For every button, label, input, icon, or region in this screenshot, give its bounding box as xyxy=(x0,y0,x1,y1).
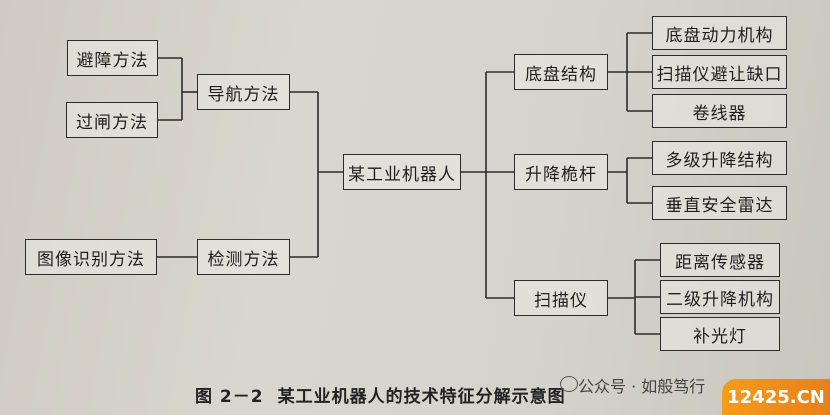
node-vertical-radar: 垂直安全雷达 xyxy=(652,186,787,220)
node-navigation-method: 导航方法 xyxy=(197,74,290,110)
node-gate-method: 过闸方法 xyxy=(66,102,158,138)
wechat-icon xyxy=(560,376,578,392)
node-image-recognition-method: 图像识别方法 xyxy=(25,239,157,275)
node-chassis-power: 底盘动力机构 xyxy=(652,16,787,50)
node-secondary-lift: 二级升降机构 xyxy=(660,280,780,314)
node-scanner: 扫描仪 xyxy=(514,280,608,316)
node-chassis-structure: 底盘结构 xyxy=(514,54,608,90)
node-detection-method: 检测方法 xyxy=(197,239,290,275)
node-obstacle-method: 避障方法 xyxy=(67,40,158,76)
node-distance-sensor: 距离传感器 xyxy=(660,243,780,277)
node-fill-light: 补光灯 xyxy=(660,317,780,351)
site-badge: 12425.CN xyxy=(722,379,830,415)
figure-number: 图 2－2 xyxy=(195,387,264,407)
figure-title: 某工业机器人的技术特征分解示意图 xyxy=(277,387,566,407)
node-cable-reel: 卷线器 xyxy=(652,94,787,128)
watermark-text: 公众号 · 如般笃行 xyxy=(578,377,706,396)
node-scanner-notch: 扫描仪避让缺口 xyxy=(652,55,787,89)
node-root-robot: 某工业机器人 xyxy=(343,154,461,190)
figure-caption: 图 2－2 某工业机器人的技术特征分解示意图 xyxy=(195,382,566,407)
node-lift-mast: 升降桅杆 xyxy=(514,154,608,190)
node-multi-lift: 多级升降结构 xyxy=(652,141,787,175)
